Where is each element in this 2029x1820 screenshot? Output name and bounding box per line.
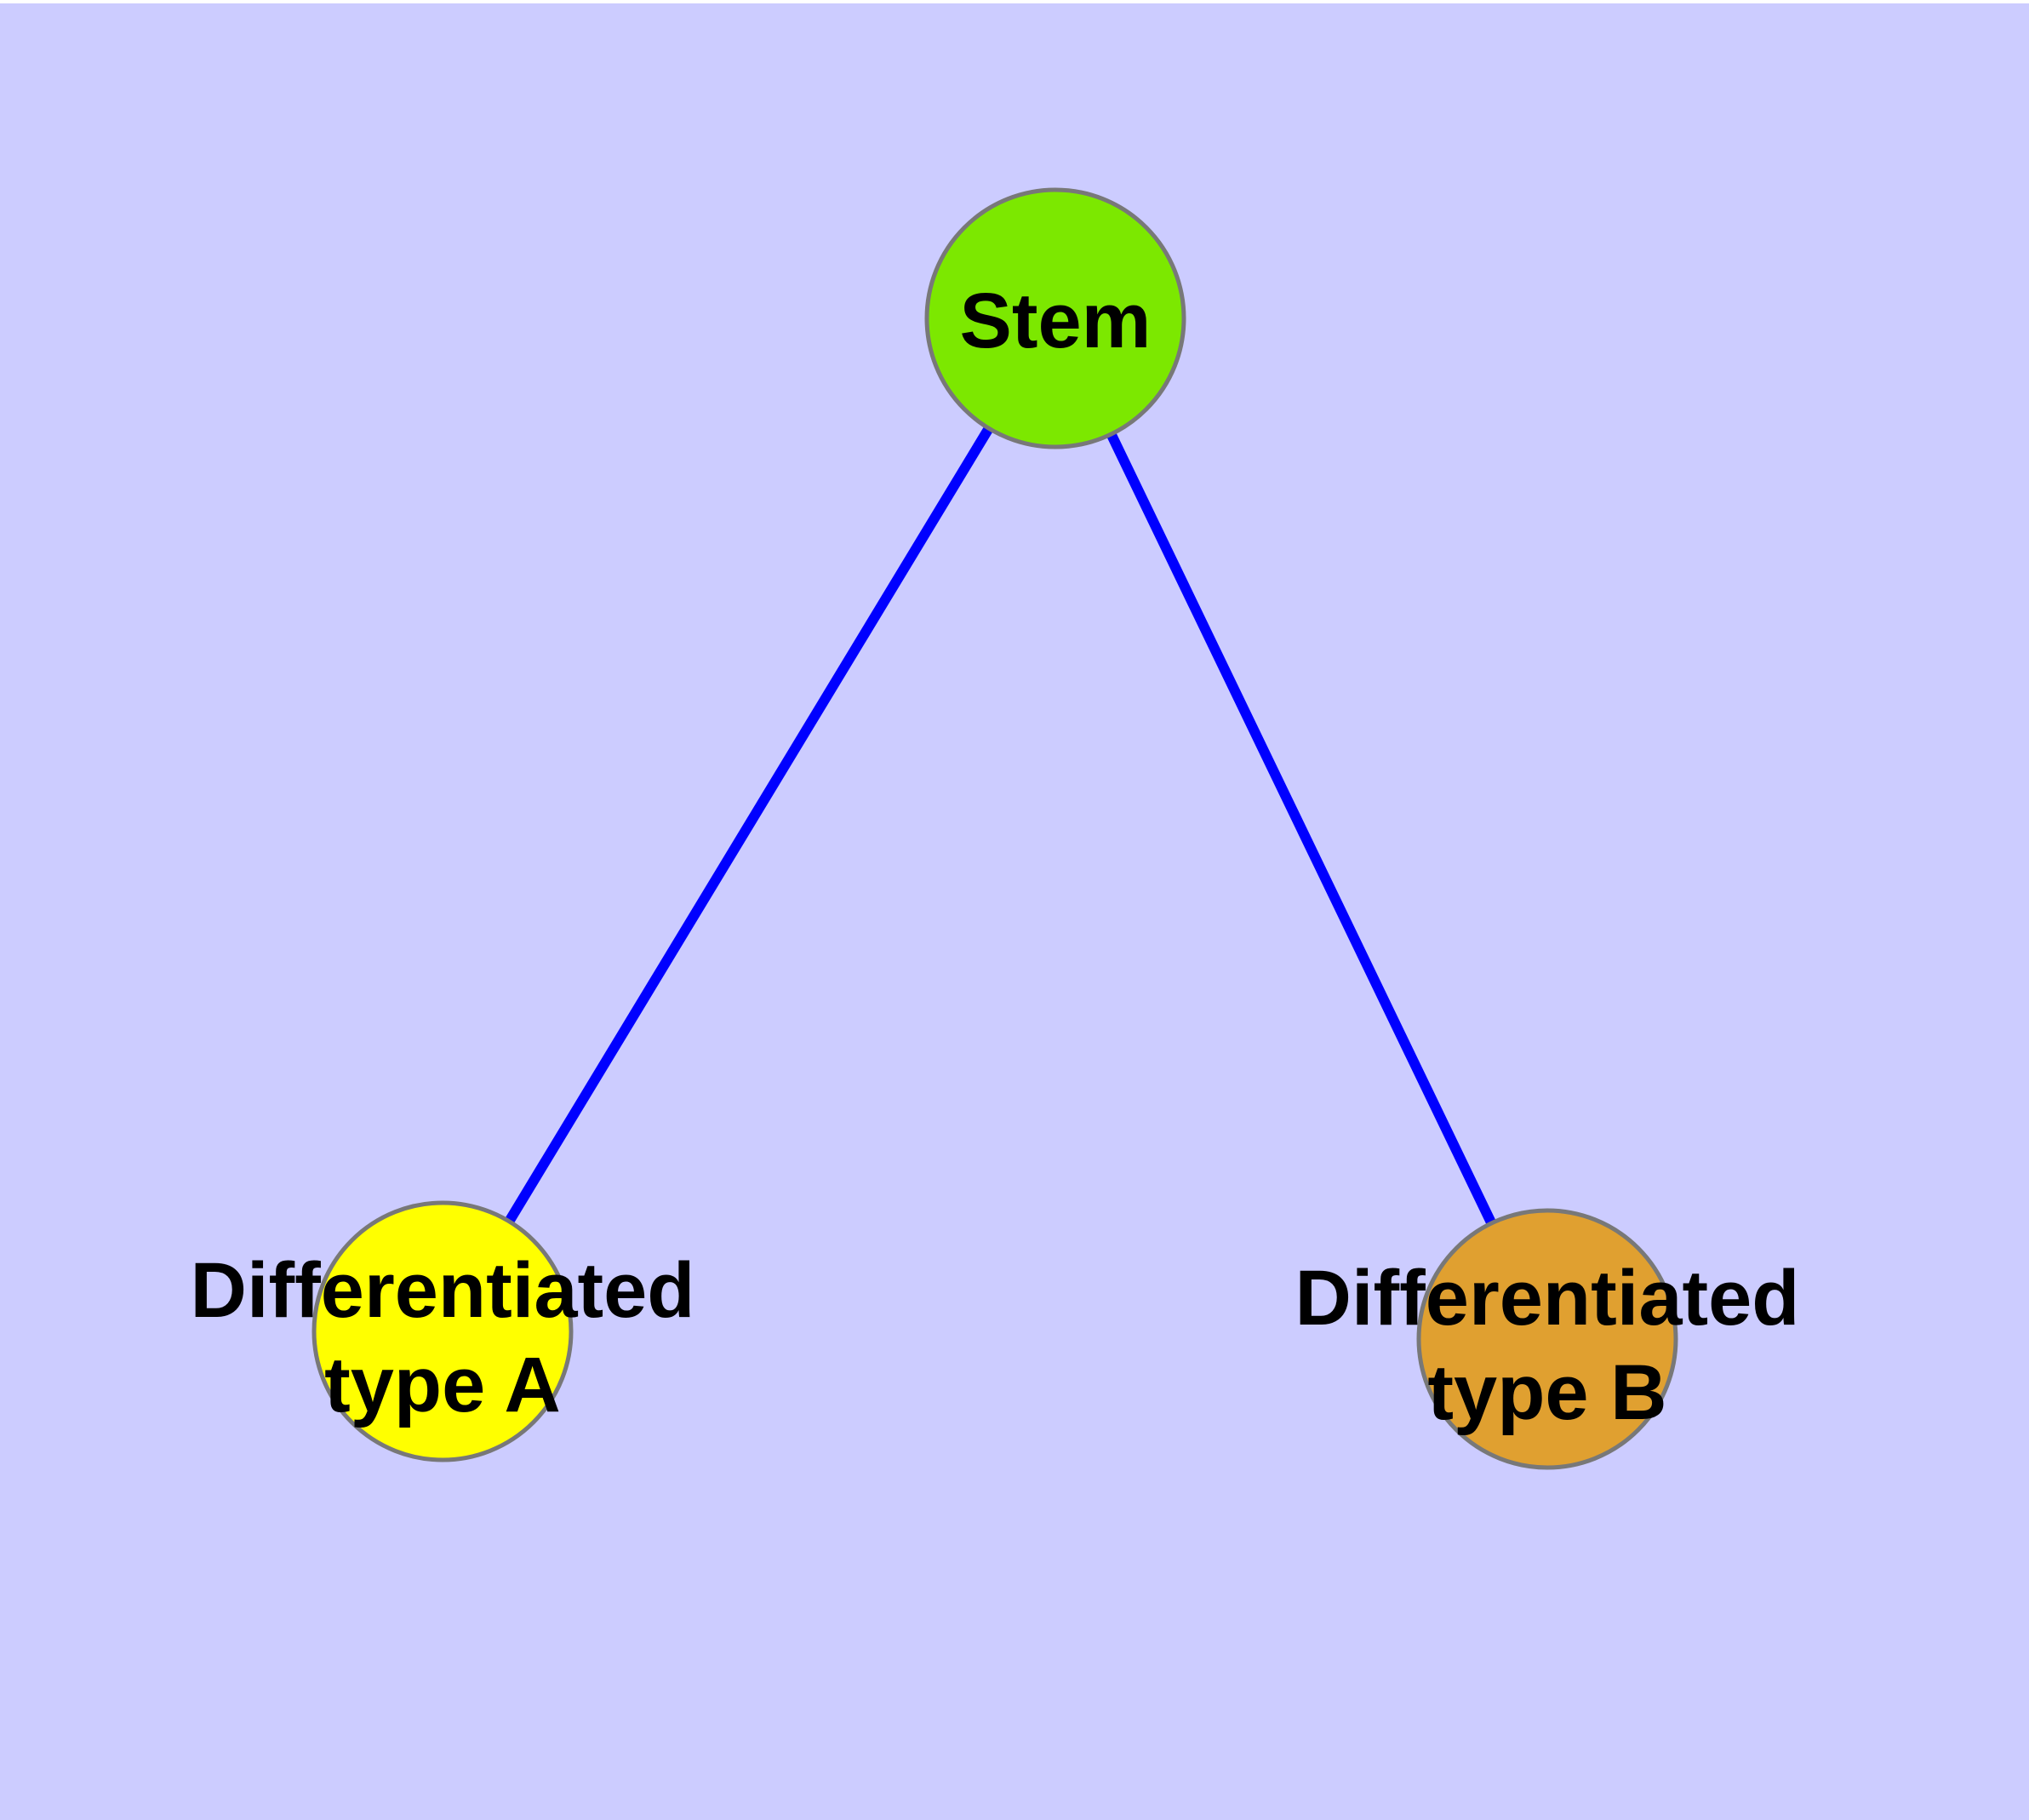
node-differentiated-type-b-label-line1: Differentiated [1295,1255,1800,1342]
node-differentiated-type-b-circle [1416,1208,1678,1470]
edge-stem-to-type-a [437,315,1060,1335]
node-differentiated-type-a-label-line2: type A [324,1342,561,1428]
node-differentiated-type-a-circle [311,1200,574,1462]
node-stem-circle [924,187,1186,449]
node-differentiated-type-b-label-line2: type B [1427,1349,1666,1436]
edge-stem-to-type-b [1050,316,1552,1342]
node-differentiated-type-a-label-line1: Differentiated [191,1247,695,1334]
node-stem-label: Stem [960,278,1152,364]
